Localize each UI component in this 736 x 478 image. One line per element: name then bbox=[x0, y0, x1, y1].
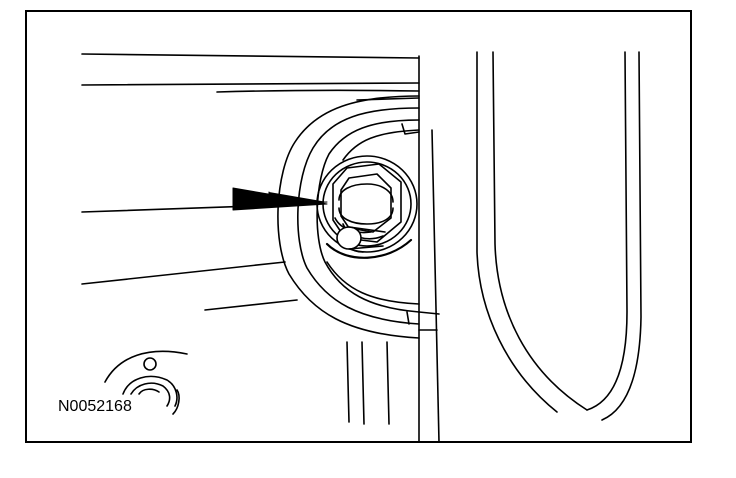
bolt-assembly bbox=[316, 155, 418, 259]
technical-illustration: N0052168 bbox=[25, 10, 692, 443]
mounting-bracket bbox=[277, 95, 440, 339]
frame-rail bbox=[346, 51, 642, 441]
upper-panel-lines bbox=[81, 53, 420, 101]
detail-view bbox=[104, 350, 188, 415]
figure-id-label: N0052168 bbox=[58, 398, 132, 415]
line-drawing bbox=[81, 51, 642, 441]
left-panel-lines bbox=[81, 204, 298, 311]
callout-arrow bbox=[232, 187, 328, 211]
